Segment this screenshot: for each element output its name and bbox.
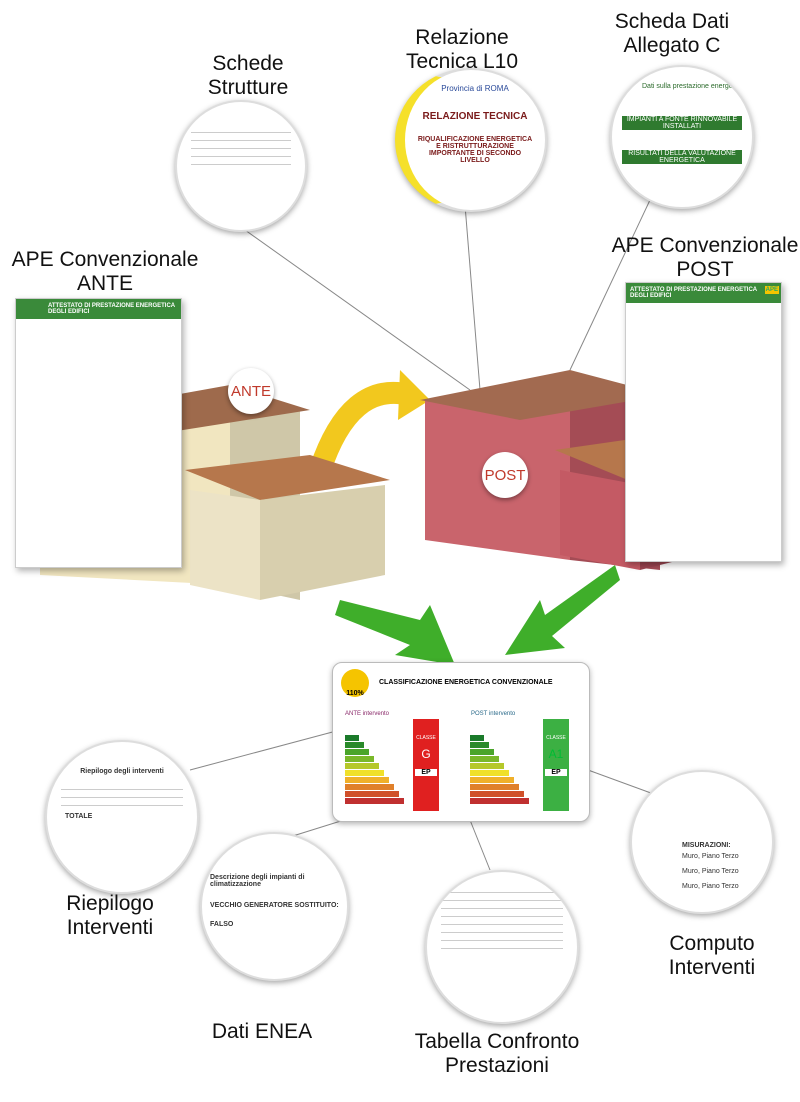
energy-class-bar bbox=[345, 770, 384, 776]
green-arrows bbox=[335, 565, 620, 665]
energy-class-bar bbox=[345, 798, 404, 804]
doc-row: Muro, Piano Terzo bbox=[682, 853, 739, 860]
energy-class-bar bbox=[470, 770, 509, 776]
energy-class-bar bbox=[470, 735, 484, 741]
energy-scale-post bbox=[470, 735, 529, 805]
energy-class-bar bbox=[345, 735, 359, 741]
doc-title: RELAZIONE TECNICA bbox=[422, 111, 528, 122]
doc-subtitle: RIQUALIFICAZIONE ENERGETICA E RISTRUTTUR… bbox=[417, 136, 533, 164]
doc-title: ATTESTATO DI PRESTAZIONE ENERGETICA DEGL… bbox=[630, 287, 757, 299]
card-title: CLASSIFICAZIONE ENERGETICA CONVENZIONALE bbox=[379, 679, 553, 686]
ape-post-document[interactable]: ATTESTATO DI PRESTAZIONE ENERGETICA DEGL… bbox=[625, 282, 782, 562]
ape-ante-document[interactable]: ATTESTATO DI PRESTAZIONE ENERGETICA DEGL… bbox=[15, 298, 182, 568]
energy-class-bar bbox=[470, 742, 489, 748]
doc-title: Riepilogo degli interventi bbox=[80, 768, 164, 775]
doc-title: Dati sulla prestazione energetica bbox=[642, 83, 744, 90]
yellow-arrow bbox=[309, 381, 413, 474]
energy-class-bar bbox=[345, 742, 364, 748]
energy-class-bar bbox=[470, 756, 499, 762]
energy-class-bar bbox=[470, 763, 504, 769]
ante-badge: ANTE bbox=[228, 368, 274, 414]
computo-thumbnail[interactable]: MISURAZIONI: Muro, Piano Terzo Muro, Pia… bbox=[630, 770, 774, 914]
doc-title: MISURAZIONI: bbox=[682, 842, 731, 849]
label-relazione: Relazione Tecnica L10 bbox=[405, 26, 519, 73]
classification-card[interactable]: 110% CLASSIFICAZIONE ENERGETICA CONVENZI… bbox=[332, 662, 590, 822]
doc-row: Muro, Piano Terzo bbox=[682, 883, 739, 890]
ape-logo: APE bbox=[764, 286, 779, 294]
energy-class-bar bbox=[345, 784, 394, 790]
energy-class-bar bbox=[345, 749, 369, 755]
doc-title: Descrizione degli impianti di climatizza… bbox=[210, 874, 305, 888]
post-badge: POST bbox=[482, 452, 528, 498]
doc-section: RISULTATI DELLA VALUTAZIONE ENERGETICA bbox=[622, 150, 742, 164]
relazione-tecnica-thumbnail[interactable]: Provincia di ROMA RELAZIONE TECNICA RIQU… bbox=[395, 68, 547, 212]
label-ape-post: APE Convenzionale POST bbox=[611, 234, 799, 281]
ante-class: G bbox=[421, 747, 431, 761]
doc-row: Muro, Piano Terzo bbox=[682, 868, 739, 875]
ante-label: ANTE intervento bbox=[345, 711, 390, 717]
doc-row: VECCHIO GENERATORE SOSTITUITO: bbox=[210, 902, 339, 909]
label-computo: Computo Interventi bbox=[668, 932, 756, 979]
energy-class-bar bbox=[470, 749, 494, 755]
energy-class-bar bbox=[345, 756, 374, 762]
label-riepilogo: Riepilogo Interventi bbox=[66, 892, 154, 939]
energy-class-bar bbox=[345, 763, 379, 769]
doc-province: Provincia di ROMA bbox=[441, 84, 509, 93]
logo-110: 110% bbox=[341, 669, 369, 697]
label-enea: Dati ENEA bbox=[211, 1020, 313, 1043]
post-class: A1 bbox=[548, 747, 564, 761]
schede-strutture-thumbnail[interactable] bbox=[175, 100, 307, 232]
label-allegato-c: Scheda Dati Allegato C bbox=[614, 10, 730, 57]
enea-thumbnail[interactable]: Descrizione degli impianti di climatizza… bbox=[200, 832, 349, 981]
label-tabella: Tabella Confronto Prestazioni bbox=[414, 1030, 580, 1077]
energy-class-bar bbox=[470, 784, 519, 790]
doc-title: ATTESTATO DI PRESTAZIONE ENERGETICA DEGL… bbox=[16, 299, 181, 319]
energy-scale-ante bbox=[345, 735, 404, 805]
doc-row: FALSO bbox=[210, 921, 234, 928]
doc-section: IMPIANTI A FONTE RINNOVABILE INSTALLATI bbox=[622, 116, 742, 130]
label-ape-ante: APE Convenzionale ANTE bbox=[11, 248, 199, 295]
allegato-c-thumbnail[interactable]: Dati sulla prestazione energetica IMPIAN… bbox=[610, 65, 754, 209]
riepilogo-thumbnail[interactable]: Riepilogo degli interventi TOTALE bbox=[45, 740, 199, 894]
energy-class-bar bbox=[345, 791, 399, 797]
energy-class-bar bbox=[470, 791, 524, 797]
post-label: POST intervento bbox=[471, 711, 516, 717]
label-schede-strutture: Schede Strutture bbox=[207, 52, 289, 99]
doc-total: TOTALE bbox=[65, 813, 93, 820]
energy-class-bar bbox=[345, 777, 389, 783]
tabella-thumbnail[interactable] bbox=[425, 870, 579, 1024]
energy-class-bar bbox=[470, 777, 514, 783]
energy-class-bar bbox=[470, 798, 529, 804]
